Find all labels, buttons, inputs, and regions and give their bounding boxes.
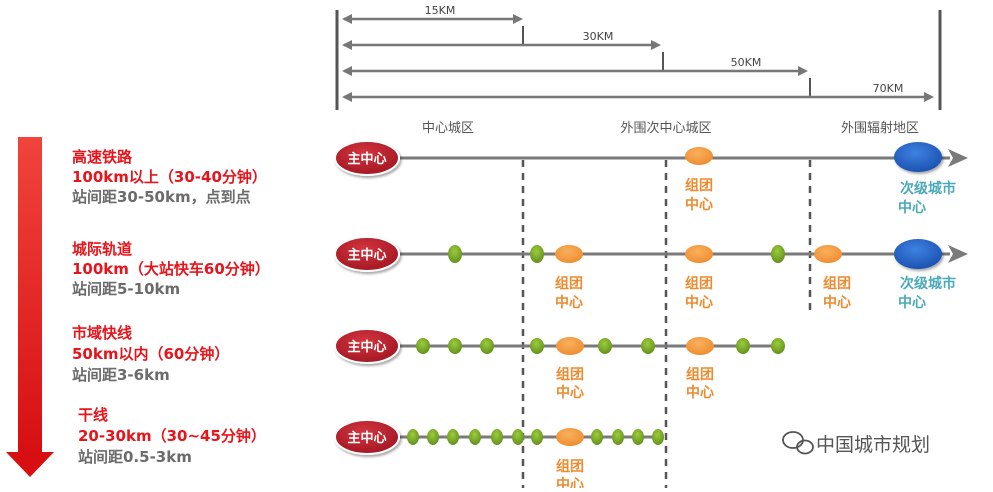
station-node [530,338,544,354]
cluster-label-line2: 中心 [686,384,714,401]
hub-node [334,236,400,272]
station-node [448,245,462,263]
subcenter-label-line1: 次级城市 [900,275,956,292]
hierarchy-down-arrow [6,137,54,477]
cluster-label-line1: 组团 [556,458,584,475]
station-node [736,338,750,354]
hub-label: 主中心 [347,339,386,355]
station-node [612,429,624,445]
mode-name: 干线 [78,406,108,424]
row-high-speed-rail: 高速铁路 100km以上（30-40分钟） 站间距30-50km，点到点 主中心… [72,140,968,216]
subcenter-label-line2: 中心 [898,199,926,216]
range-15km-label: 15KM [425,4,456,17]
range-70km-label: 70KM [873,82,904,95]
mode-spec: 100km以上（30-40分钟） [72,168,267,186]
cluster-label-line2: 中心 [823,294,851,311]
station-node [771,338,785,354]
mode-spacing: 站间距30-50km，点到点 [72,188,251,206]
zone-label-suburban: 外围次中心城区 [620,120,711,136]
subcenter-label-line2: 中心 [898,294,926,311]
mode-spec: 100km（大站快车60分钟） [72,260,270,278]
station-node [491,429,503,445]
cluster-node [556,428,584,446]
wechat-icon [782,431,814,455]
cluster-label-line2: 中心 [556,384,584,401]
row-intercity-rail: 城际轨道 100km（大站快车60分钟） 站间距5-10km 主中心 组团 中心… [72,236,968,311]
station-node [512,429,524,445]
station-node [771,245,785,263]
subcenter-node [894,239,942,269]
cluster-node [685,147,713,165]
row-metro-express: 市域快线 50km以内（60分钟） 站间距3-6km 主中心 组团 中心 组团 … [72,324,785,401]
cluster-label-line1: 组团 [555,275,583,292]
station-node [416,338,430,354]
cluster-label-line2: 中心 [555,294,583,311]
row-trunk-line: 干线 20-30km（30~45分钟） 站间距0.5-3km 主中心 组团 中心 [78,406,664,492]
station-node [598,338,612,354]
range-30km-label: 30KM [583,30,614,43]
cluster-label-line1: 组团 [556,366,584,383]
zone-label-center: 中心城区 [422,121,474,136]
mode-name: 高速铁路 [72,148,133,166]
station-node [531,429,543,445]
station-node [641,338,655,354]
station-node [448,338,462,354]
cluster-node [555,245,583,263]
subcenter-label-line1: 次级城市 [900,180,956,197]
watermark-text: 中国城市规划 [816,434,930,456]
cluster-node [556,337,584,355]
mode-spec: 50km以内（60分钟） [72,345,229,363]
cluster-node [814,245,842,263]
station-node [591,429,603,445]
zone-label-outer: 外围辐射地区 [841,120,919,136]
cluster-label-line1: 组团 [686,366,714,383]
mode-spacing: 站间距0.5-3km [78,448,192,466]
cluster-label-line1: 组团 [685,275,713,292]
cluster-node [686,337,714,355]
hub-label: 主中心 [347,151,386,167]
watermark: 中国城市规划 [782,431,930,456]
row-separators [316,218,965,401]
station-node [530,245,544,263]
station-node [632,429,644,445]
hub-label: 主中心 [347,247,386,263]
station-node [652,429,664,445]
mode-spacing: 站间距3-6km [72,366,170,384]
range-50km-label: 50KM [731,56,762,69]
station-node [427,429,439,445]
mode-spacing: 站间距5-10km [72,280,180,298]
station-node [407,429,419,445]
cluster-node [685,245,713,263]
hub-node [334,419,400,455]
station-node [469,429,481,445]
subcenter-node [894,142,942,172]
cluster-label-line1: 组团 [823,275,851,292]
station-node [447,429,459,445]
cluster-label-line2: 中心 [685,196,713,213]
hub-node [334,140,400,176]
hub-label: 主中心 [347,430,386,446]
hub-node [334,328,400,364]
mode-spec: 20-30km（30~45分钟） [78,427,266,445]
mode-name: 城际轨道 [72,240,132,258]
cluster-label-line2: 中心 [556,476,584,488]
mode-name: 市域快线 [72,324,132,342]
station-node [480,338,494,354]
cluster-label-line2: 中心 [685,294,713,311]
cluster-label-line1: 组团 [685,177,713,194]
distance-scale: 15KM 30KM 50KM 70KM [335,4,942,110]
